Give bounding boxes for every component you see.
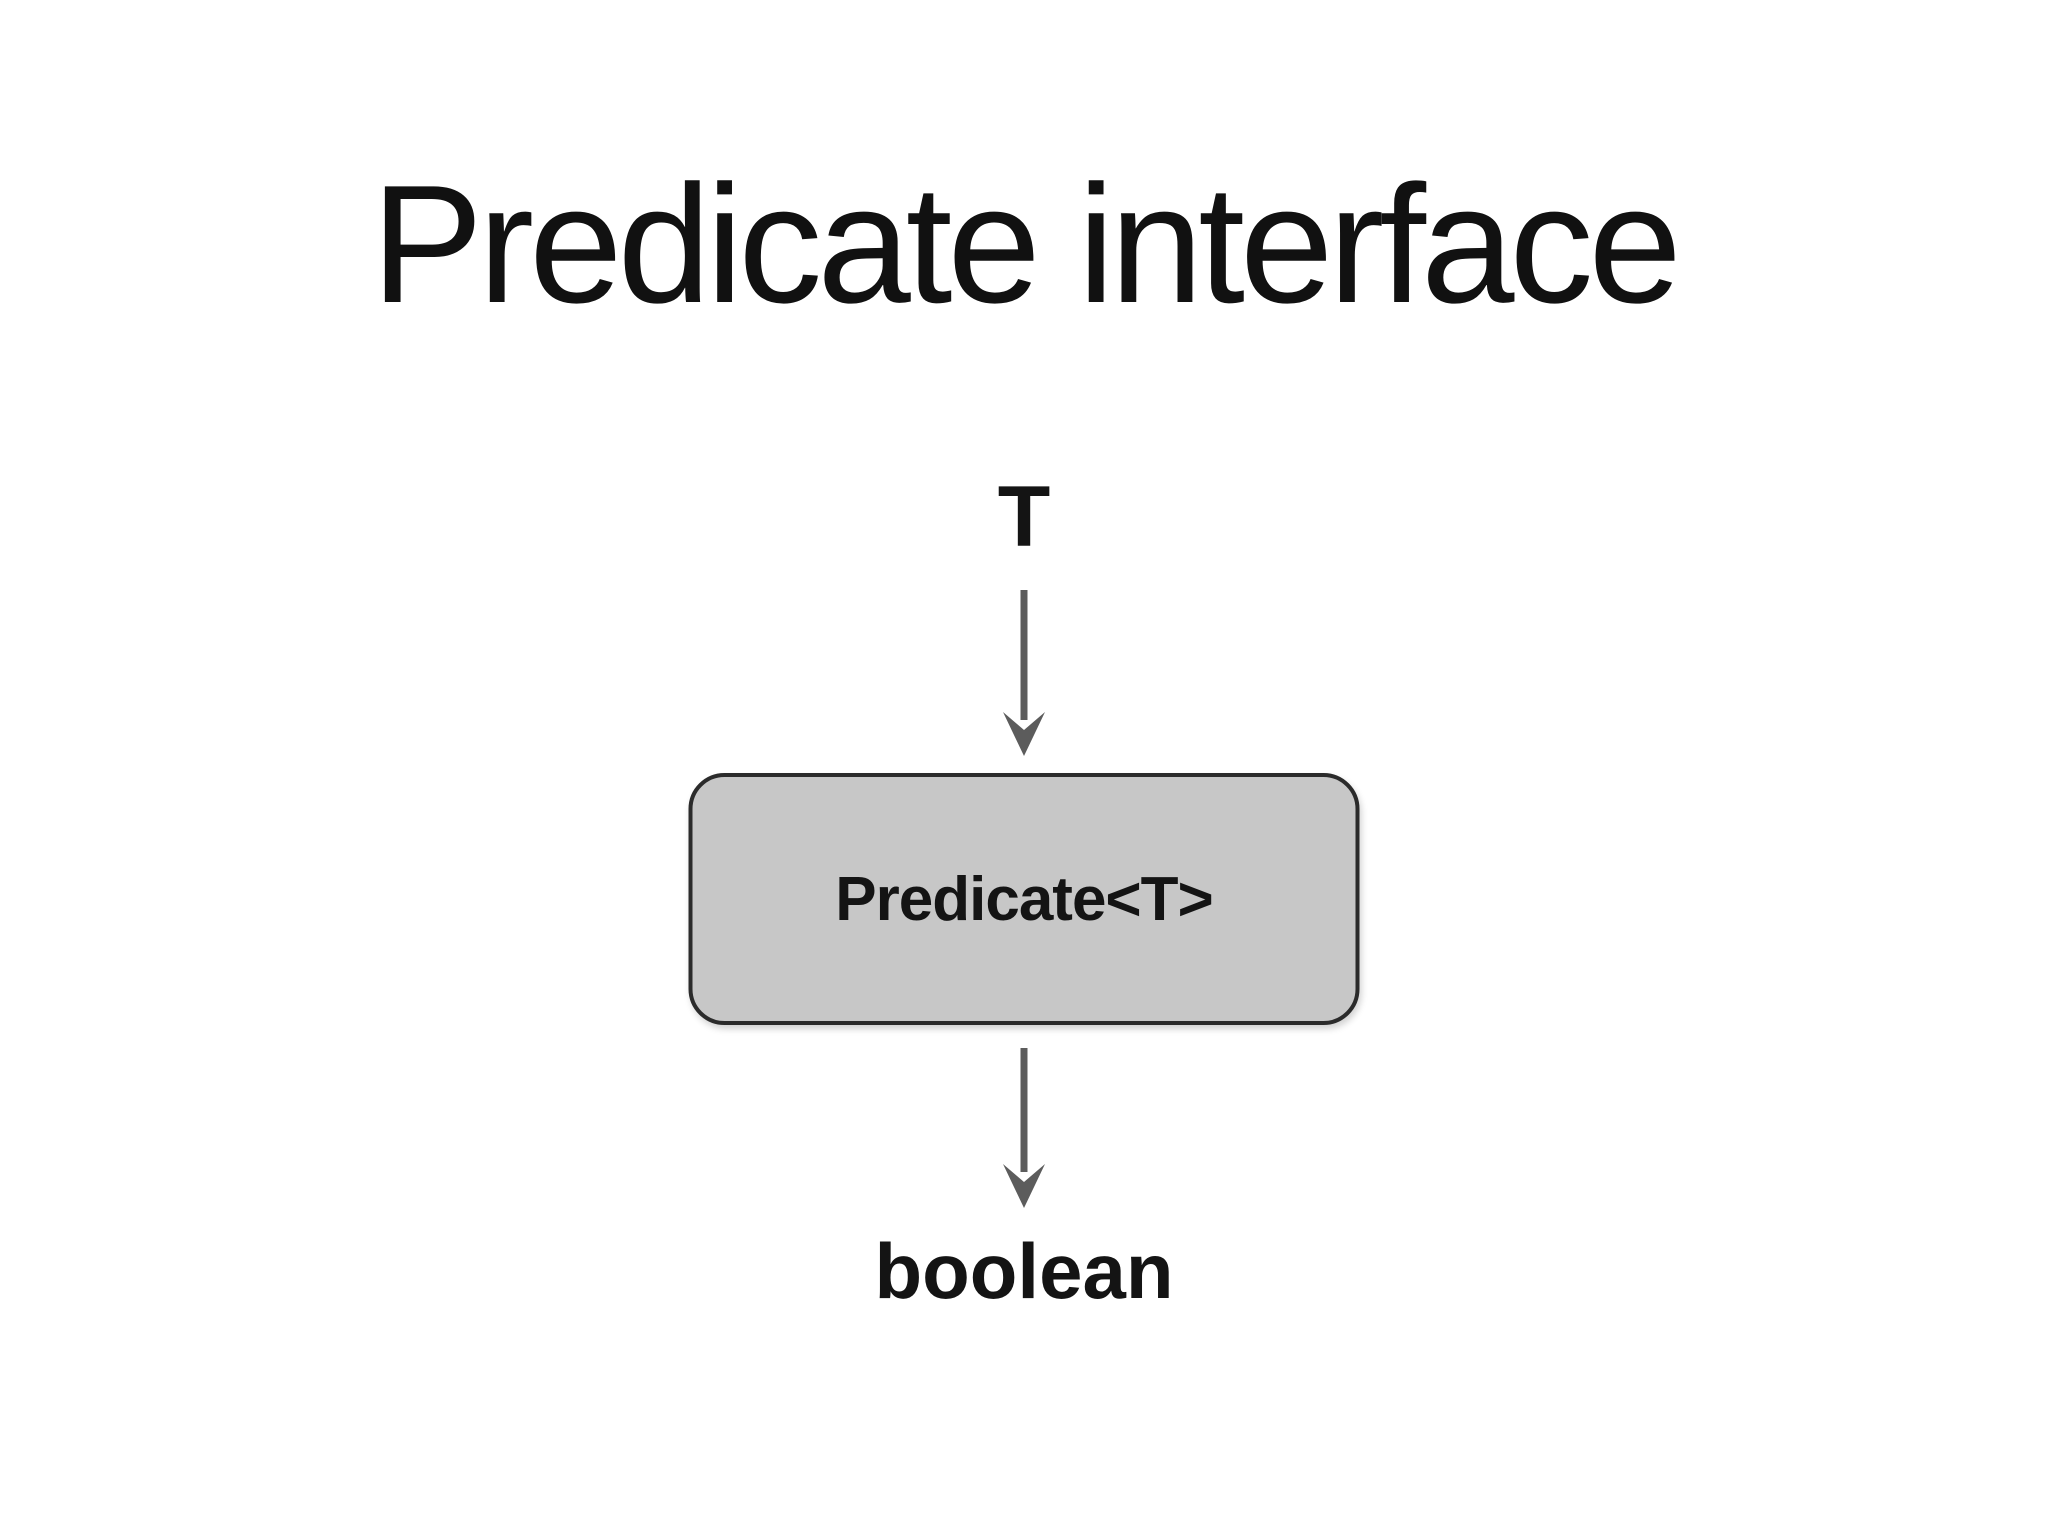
predicate-node-box: Predicate<T> bbox=[688, 773, 1360, 1025]
slide-title: Predicate interface bbox=[371, 150, 1682, 338]
output-type-label: boolean bbox=[874, 1227, 1174, 1315]
input-type-label: T bbox=[997, 469, 1051, 565]
arrow-down-input-icon bbox=[1002, 590, 1046, 758]
predicate-node-label: Predicate<T> bbox=[835, 864, 1213, 934]
arrow-down-output-icon bbox=[1002, 1048, 1046, 1210]
